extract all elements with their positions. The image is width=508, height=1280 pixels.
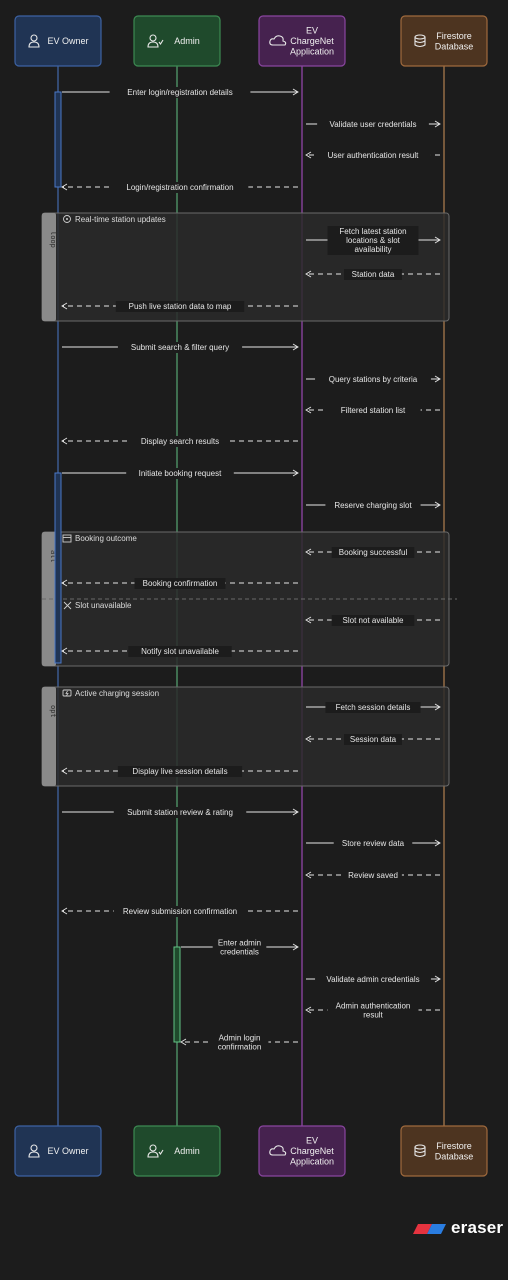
charging-icon — [62, 689, 72, 697]
message-arrow: Booking successful — [305, 547, 440, 558]
message-label: Fetch session details — [336, 703, 411, 712]
user-icon — [28, 34, 40, 48]
message-label: Notify slot unavailable — [141, 647, 219, 656]
message-arrow: Filtered station list — [305, 405, 440, 416]
participant-admin-top[interactable]: Admin — [133, 15, 221, 67]
user-check-icon — [147, 34, 164, 48]
message-arrow: Query stations by criteria — [306, 374, 441, 385]
fragment-tag: loop — [49, 231, 57, 248]
message-arrow: Submit search & filter query — [62, 342, 299, 353]
eraser-wordmark: eraser — [451, 1218, 504, 1237]
message-label: Validate user credentials — [329, 120, 416, 129]
message-label: Filtered station list — [341, 406, 406, 415]
message-arrow: Reserve charging slot — [306, 500, 441, 511]
message-arrow: Push live station data to map — [61, 301, 298, 312]
fragment-label: Real-time station updates — [75, 215, 166, 224]
message-arrow: Validate admin credentials — [306, 974, 441, 985]
message-label: Validate admin credentials — [326, 975, 419, 984]
calendar-icon — [62, 534, 72, 543]
participant-admin-bottom[interactable]: Admin — [133, 1125, 221, 1177]
message-arrow: Submit station review & rating — [62, 807, 299, 818]
user-check-icon — [147, 1144, 164, 1158]
message-arrow: Store review data — [306, 838, 441, 849]
message-arrow: Display search results — [61, 436, 298, 447]
database-icon — [414, 1144, 426, 1158]
message-arrow: Review submission confirmation — [61, 906, 298, 917]
alt-else-label: Slot unavailable — [75, 601, 132, 610]
message-arrow: Review saved — [305, 870, 440, 881]
user-icon — [28, 1144, 40, 1158]
eraser-logo: eraser — [413, 1218, 503, 1238]
message-label: Station data — [352, 270, 395, 279]
message-label: Display live session details — [132, 767, 227, 776]
database-icon — [414, 34, 426, 48]
fragment-tag: opt — [49, 705, 57, 718]
message-arrow: Validate user credentials — [306, 119, 441, 130]
message-arrow: User authentication result — [305, 150, 440, 161]
message-label: Push live station data to map — [129, 302, 232, 311]
participant-owner-bottom[interactable]: EV Owner — [14, 1125, 102, 1177]
message-label: User authentication result — [328, 151, 419, 160]
message-label: Review saved — [348, 871, 398, 880]
eraser-logo-icon — [413, 1224, 446, 1234]
message-label: Booking confirmation — [143, 579, 218, 588]
message-arrow: Initiate booking request — [62, 468, 299, 479]
cloud-icon — [269, 1145, 287, 1156]
message-label: Submit station review & rating — [127, 808, 233, 817]
activation-bar-owner — [54, 91, 62, 188]
message-arrow: Notify slot unavailable — [61, 646, 298, 657]
message-arrow: Fetch session details — [306, 702, 441, 713]
fragment-label: Booking outcome — [75, 534, 137, 543]
message-label: Reserve charging slot — [334, 501, 412, 510]
message-label: Initiate booking request — [139, 469, 223, 478]
message-arrow: Login/registration confirmation — [61, 182, 298, 193]
participant-owner-top[interactable]: EV Owner — [14, 15, 102, 67]
x-icon — [63, 601, 72, 610]
participant-label: Admin — [174, 1146, 200, 1156]
message-label: Display search results — [141, 437, 219, 446]
participant-label: Admin — [174, 36, 200, 46]
fragment-label: Active charging session — [75, 689, 159, 698]
cloud-icon — [269, 35, 287, 46]
message-arrow: Station data — [305, 269, 440, 280]
activation-bar-admin — [173, 946, 181, 1043]
message-arrow: Enter login/registration details — [62, 87, 299, 98]
activation-bar-owner — [54, 472, 62, 664]
fragment-tag: alt — [49, 550, 57, 563]
message-arrow: Session data — [305, 734, 440, 745]
message-arrow: Slot not available — [305, 615, 440, 626]
message-arrow: Display live session details — [61, 766, 298, 777]
message-label: Review submission confirmation — [123, 907, 237, 916]
message-label: Enter login/registration details — [127, 88, 232, 97]
message-label: Session data — [350, 735, 397, 744]
message-label: Booking successful — [339, 548, 408, 557]
participant-label: EV Owner — [47, 36, 88, 46]
message-label: Query stations by criteria — [329, 375, 418, 384]
message-label: Store review data — [342, 839, 405, 848]
message-label: Slot not available — [343, 616, 404, 625]
message-label: Submit search & filter query — [131, 343, 229, 352]
message-label: Login/registration confirmation — [126, 183, 233, 192]
broadcast-icon — [63, 215, 71, 223]
message-arrow: Booking confirmation — [61, 578, 298, 589]
participant-label: EV Owner — [47, 1146, 88, 1156]
